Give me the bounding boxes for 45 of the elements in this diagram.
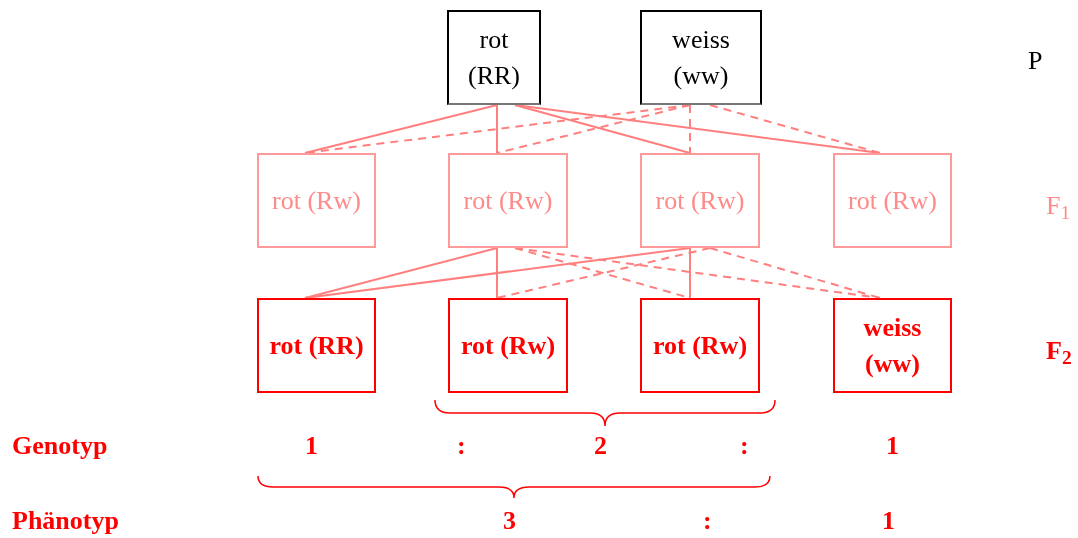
genotype-box [447,10,541,105]
diagram-label: : [740,430,749,462]
connector-line [689,247,691,299]
connector-line [689,104,691,154]
genotype-box [257,153,376,248]
genotype-box [833,298,952,393]
genotype-label: weiss (ww) [671,23,731,92]
genotype-label: rot (Rw) [654,184,746,217]
diagram-label: P [1028,45,1043,77]
connector-line [304,247,498,299]
genotype-box [257,298,376,393]
connector-line [496,247,498,299]
genotype-label: rot (Rw) [462,184,554,217]
genotype-label: rot (Rw) [651,329,749,362]
diagram-label: Phänotyp [12,505,119,537]
genotype-box [448,153,568,248]
diagram-label: 3 [503,505,516,537]
connector-line [304,247,691,299]
diagram-label: 2 [594,430,607,462]
diagram-label: 1 [886,430,899,462]
connector-line [709,104,881,154]
genotype-label: weiss (ww) [862,311,923,380]
connector-line [514,104,881,154]
genotype-box [640,10,762,105]
diagram-label: : [457,430,466,462]
genotype-label: rot (Rw) [847,184,938,217]
diagram-label: F$_{2}$ [1046,335,1072,367]
connector-line [514,247,881,299]
connector-line [496,104,498,154]
diagram-label: Genotyp [12,430,108,462]
genotype-label: rot (Rw) [271,184,362,217]
connector-line [709,247,881,299]
genotype-box [640,298,760,393]
genotype-label: rot (RR) [467,23,521,92]
diagram-label: : [703,505,712,537]
genotype-label: rot (Rw) [459,329,557,362]
connector-line [496,247,711,299]
diagram-label: 1 [305,430,318,462]
diagram-label: 1 [882,505,895,537]
diagram-label: F$_{1}$ [1046,190,1071,222]
genotype-box [448,298,568,393]
genotype-box [640,153,760,248]
genotype-box [833,153,952,248]
genotype-label: rot (RR) [268,329,365,362]
connector-line [304,104,498,154]
